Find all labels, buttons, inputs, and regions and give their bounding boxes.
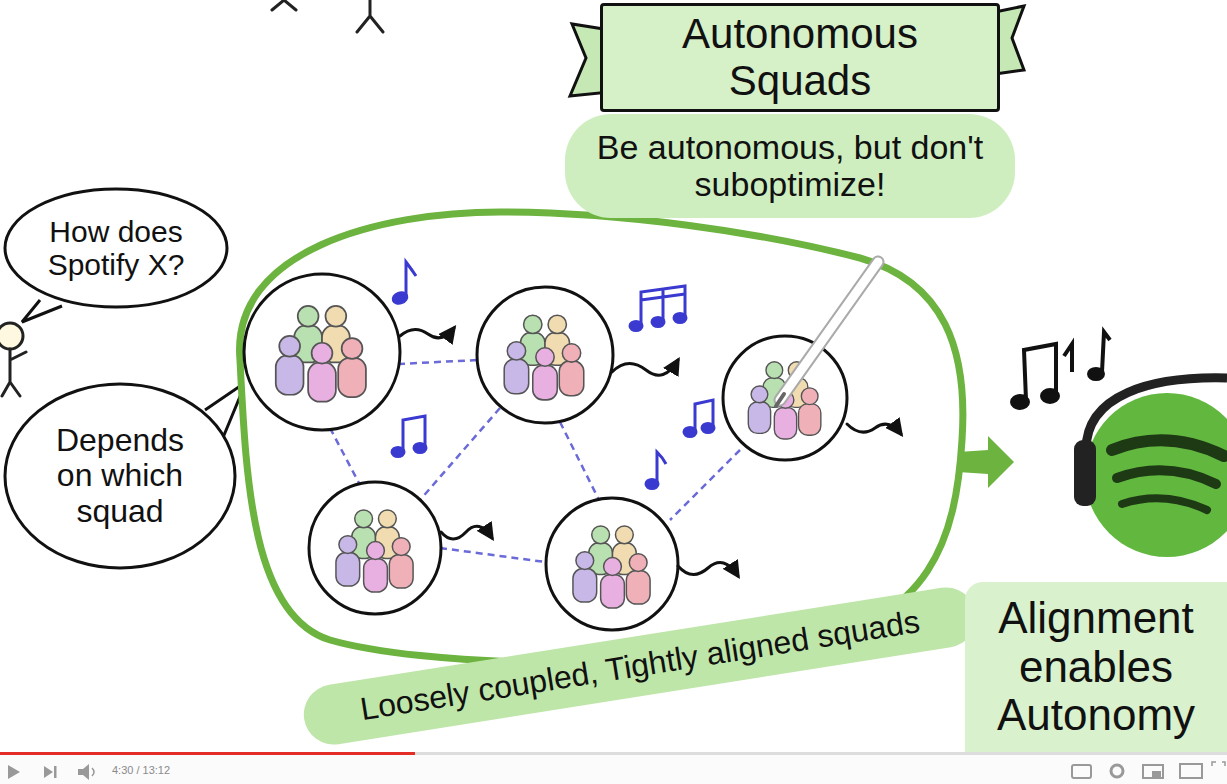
music-notes <box>392 262 714 489</box>
video-player-bar <box>0 752 1227 784</box>
pencil <box>776 262 878 406</box>
node-text: Be autonomous, but don't suboptimize! <box>585 129 995 204</box>
principle-box: Alignment enables Autonomy <box>965 582 1227 752</box>
node-text: Depends on which squad <box>37 423 203 529</box>
node-text: Alignment enables Autonomy <box>975 594 1217 739</box>
delivery-arrows <box>400 328 901 576</box>
tribe-outline <box>240 212 963 663</box>
node-text: How does Spotify X? <box>36 215 196 281</box>
label-holder: 4:30 / 13:12 <box>112 764 170 776</box>
principle-cloud: Be autonomous, but don't suboptimize! <box>565 114 1015 218</box>
speech-bubble: How does Spotify X? <box>2 186 230 310</box>
video-time: 4:30 / 13:12 <box>112 764 170 776</box>
title-banner: Autonomous Squads <box>600 3 1000 112</box>
speech-bubble: Depends on which squad <box>2 381 238 571</box>
music-notes-black <box>1012 332 1110 408</box>
spotify-logo <box>1074 378 1227 557</box>
node-text: Autonomous Squads <box>617 11 983 103</box>
output-arrow <box>958 436 1014 488</box>
squads <box>244 274 847 630</box>
